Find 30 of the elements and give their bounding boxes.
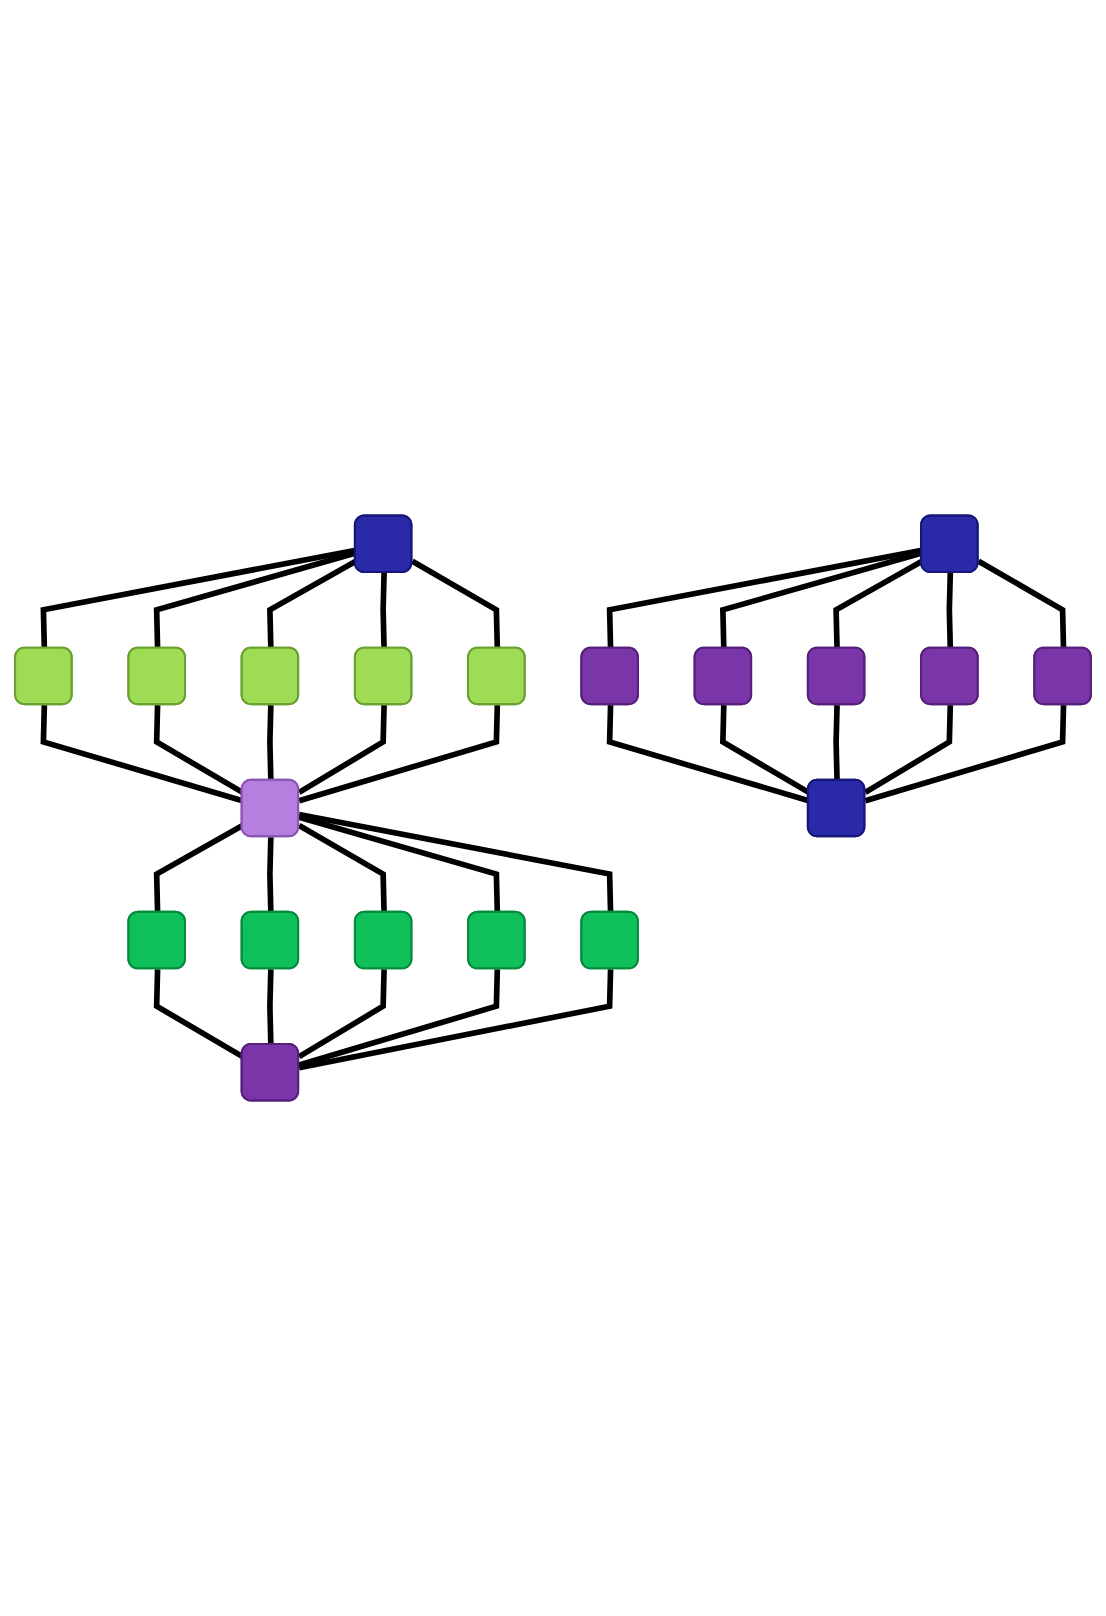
- connector: [720, 705, 811, 795]
- connector: [298, 969, 614, 1071]
- connector: [267, 969, 274, 1045]
- connector: [606, 547, 923, 649]
- connector: [297, 823, 387, 913]
- connector: [298, 811, 614, 913]
- connector: [298, 705, 501, 804]
- connector: [380, 572, 387, 649]
- connector: [833, 705, 840, 781]
- connector: [863, 705, 954, 795]
- connector: [298, 814, 501, 913]
- connector: [297, 705, 387, 795]
- connector: [719, 550, 923, 649]
- connector: [946, 572, 954, 649]
- connector: [977, 558, 1067, 649]
- connector: [40, 547, 357, 649]
- connector: [40, 705, 244, 804]
- connector: [606, 705, 810, 804]
- connector: [298, 969, 501, 1068]
- connector: [153, 550, 357, 649]
- connector: [410, 558, 501, 649]
- connector: [153, 705, 244, 795]
- connector: [297, 969, 387, 1060]
- connector: [153, 823, 244, 913]
- connector: [267, 705, 274, 781]
- connector: [267, 558, 358, 649]
- connector: [864, 705, 1067, 804]
- connector: [267, 837, 274, 913]
- connector: [833, 558, 924, 649]
- connector: [153, 969, 244, 1060]
